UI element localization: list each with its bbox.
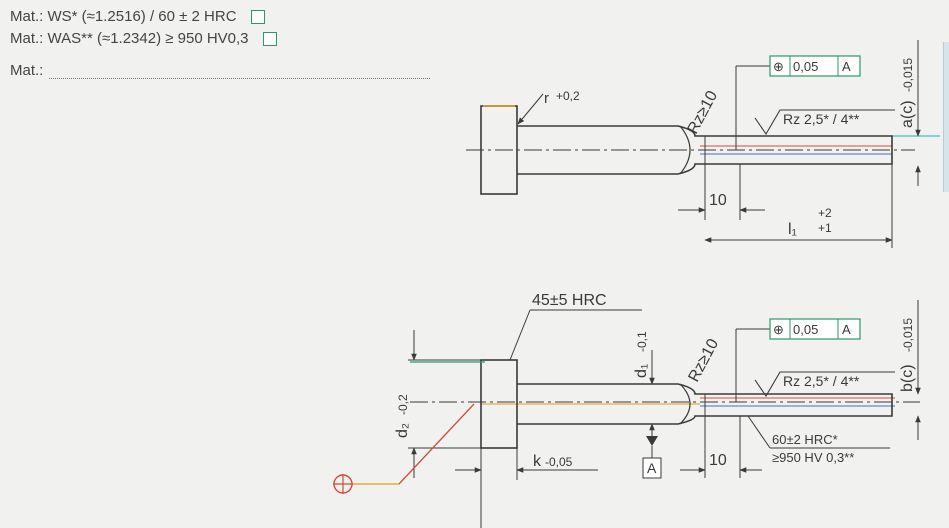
bottom-datum-label: A [647, 460, 657, 476]
material-custom-fill-line[interactable] [49, 64, 430, 79]
bottom-roughness-check-symbol [754, 371, 895, 398]
bottom-dim-d1-tolerance: -0,1 [635, 331, 649, 352]
bottom-roughness-label: Rz 2,5* / 4** [783, 373, 860, 389]
bottom-dim-10-label: 10 [709, 452, 727, 469]
material-option-ws: Mat.: WS* (≈1.2516) / 60 ± 2 HRC [10, 6, 430, 28]
top-dim-l1-lower: +1 [818, 221, 832, 235]
material-spec-block: Mat.: WS* (≈1.2516) / 60 ± 2 HRC Mat.: W… [10, 6, 430, 82]
bottom-runout-symbol: ⊕ [773, 322, 784, 337]
top-dim-a-tolerance: -0,015 [901, 58, 915, 92]
bottom-dim-k-tolerance: -0,05 [545, 455, 573, 469]
bottom-hardness-tip-line1: 60±2 HRC* [772, 432, 838, 447]
top-fillet-leader [517, 93, 544, 125]
material-was-checkbox[interactable] [262, 32, 277, 46]
material-ws-label: Mat.: WS* (≈1.2516) / 60 ± 2 HRC [10, 8, 237, 25]
material-option-was: Mat.: WAS** (≈1.2342) ≥ 950 HV0,3 [10, 28, 430, 50]
bottom-dim-b-label: b(c) [899, 364, 916, 392]
bottom-dim-b-tolerance: -0,015 [901, 318, 915, 352]
top-fillet-label: r [544, 90, 549, 107]
top-ejector-pin: r +0,2 Rz≥10 ⊕ 0,05 A Rz 2,5* / 4** a(c)… [466, 40, 940, 248]
bottom-pin-shank [517, 383, 893, 425]
top-shank-transition [679, 125, 691, 175]
top-dim-l1-upper: +2 [818, 206, 832, 220]
top-runout-symbol: ⊕ [773, 59, 784, 74]
bottom-position-leader-red [398, 403, 475, 485]
bottom-pin-head [480, 359, 518, 449]
bottom-dim-d1-label: d₁ [633, 364, 650, 378]
top-runout-value: 0,05 [793, 59, 818, 74]
bottom-dim-d2-tolerance: -0,2 [396, 394, 410, 415]
bottom-hardness-tip-leader [747, 415, 771, 449]
top-dim-l1-label: l₁ [788, 221, 797, 238]
bottom-datum-triangle [646, 436, 658, 446]
top-fillet-tolerance: +0,2 [556, 89, 580, 103]
page-edge-tab [943, 42, 949, 192]
bottom-dim-d2-label: d₂ [394, 423, 411, 438]
bottom-hardness-tip-line2: ≥950 HV 0,3** [772, 450, 854, 465]
top-pin-shank [517, 125, 893, 175]
bottom-dim-k-label: k [533, 453, 542, 470]
top-dim-a-label: a(c) [899, 100, 916, 128]
bottom-ejector-pin: 45±5 HRC d₁ -0,1 A Rz≥10 ⊕ 0,05 A Rz 2,5… [333, 292, 921, 528]
material-ws-checkbox[interactable] [250, 10, 265, 24]
bottom-datum-box [642, 457, 662, 479]
bottom-roughness-rz10: Rz≥10 [686, 336, 723, 385]
top-dim-10-label: 10 [709, 192, 727, 209]
bottom-hardness-head: 45±5 HRC [532, 292, 607, 309]
bottom-runout-value: 0,05 [793, 322, 818, 337]
bottom-hardness-leader [509, 309, 531, 361]
bottom-shank-transition [679, 383, 691, 425]
top-roughness-rz10: Rz≥10 [685, 88, 722, 137]
top-roughness-check-symbol [754, 109, 895, 136]
top-roughness-label: Rz 2,5* / 4** [783, 111, 860, 127]
material-custom-label: Mat.: [10, 62, 44, 79]
material-option-custom: Mat.: [10, 60, 430, 82]
material-was-label: Mat.: WAS** (≈1.2342) ≥ 950 HV0,3 [10, 30, 249, 47]
top-runout-datum: A [842, 59, 851, 74]
bottom-runout-datum: A [842, 322, 851, 337]
